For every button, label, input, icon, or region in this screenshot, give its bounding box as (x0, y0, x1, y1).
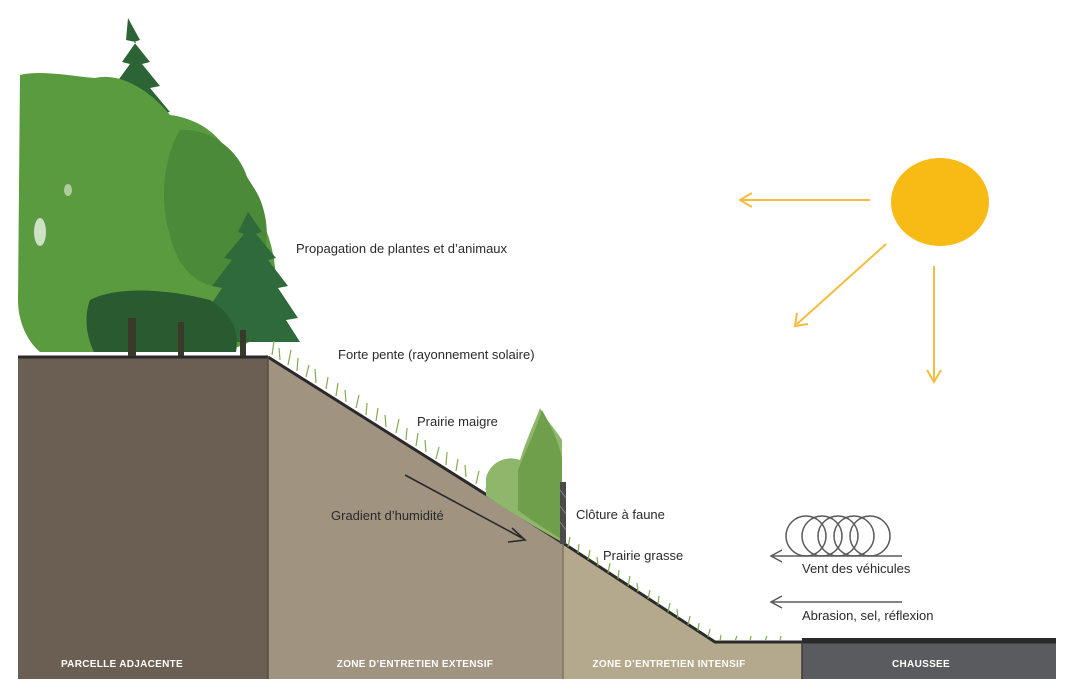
label-forte-pente: Forte pente (rayonnement solaire) (338, 347, 535, 362)
zone-label-intensif: ZONE D’ENTRETIEN INTENSIF (592, 659, 745, 670)
parcel-soil (18, 357, 268, 679)
zone-labels: PARCELLE ADJACENTE ZONE D’ENTRETIEN EXTE… (61, 659, 950, 670)
label-gradient: Gradient d’humidité (331, 508, 444, 523)
shrub (486, 408, 562, 542)
extensive-zone-soil (268, 357, 563, 679)
sun-icon (891, 158, 989, 246)
zone-label-extensif: ZONE D’ENTRETIEN EXTENSIF (337, 659, 493, 670)
wind-swirl-icon (769, 515, 902, 563)
label-propagation: Propagation de plantes et d’animaux (296, 241, 508, 256)
intensive-zone-soil (563, 543, 802, 679)
zone-label-parcelle: PARCELLE ADJACENTE (61, 659, 183, 670)
label-prairie-grasse: Prairie grasse (603, 548, 683, 563)
label-prairie-maigre: Prairie maigre (417, 414, 498, 429)
label-abrasion: Abrasion, sel, réflexion (802, 608, 934, 623)
label-cloture: Clôture à faune (576, 507, 665, 522)
humidity-gradient-arrow-icon (404, 474, 527, 543)
ground-profile (18, 355, 1056, 679)
abrasion-arrow-icon (769, 595, 902, 609)
tree-icon (18, 18, 300, 356)
wildlife-fence-icon (559, 482, 567, 544)
road-surface (802, 640, 1056, 679)
label-vent: Vent des véhicules (802, 561, 911, 576)
sun-ray-arrows (738, 192, 942, 384)
zone-label-chaussee: CHAUSSEE (892, 659, 950, 670)
